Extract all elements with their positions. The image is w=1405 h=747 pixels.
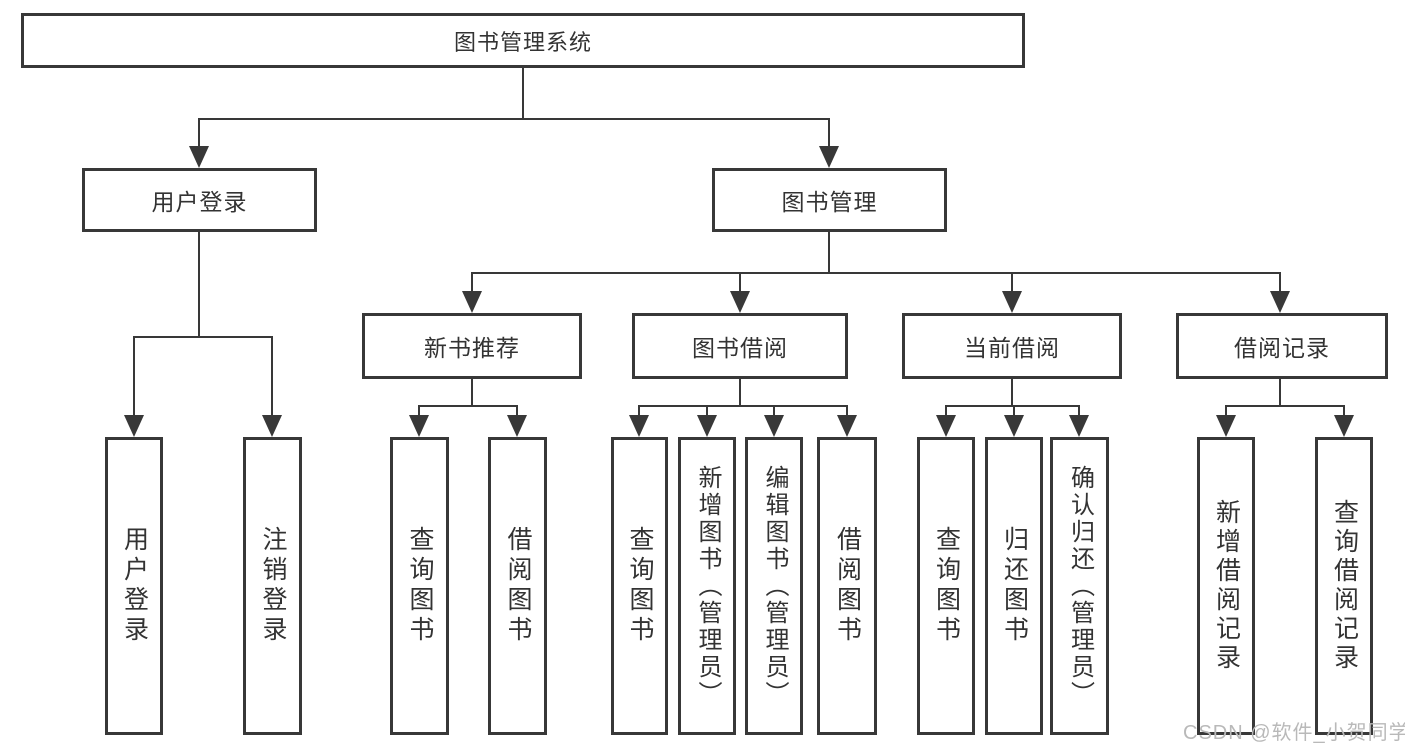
connector-root-stem bbox=[522, 68, 524, 119]
down-arrow-icon bbox=[1334, 406, 1354, 437]
leaf-records-query-record: 查询借阅记录 bbox=[1315, 437, 1373, 735]
node-current-borrowing: 当前借阅 bbox=[902, 313, 1122, 379]
down-arrow-icon bbox=[124, 337, 144, 437]
node-library-system: 图书管理系统 bbox=[21, 13, 1025, 68]
down-arrow-icon bbox=[409, 406, 429, 437]
node-book-management: 图书管理 bbox=[712, 168, 947, 232]
connector-root-rail bbox=[198, 118, 830, 120]
leaf-records-add-record: 新增借阅记录 bbox=[1197, 437, 1255, 735]
leaf-current-query-books: 查询图书 bbox=[917, 437, 975, 735]
connector-group-c-rail bbox=[945, 405, 1080, 407]
down-arrow-icon bbox=[1216, 406, 1236, 437]
node-borrowing-records: 借阅记录 bbox=[1176, 313, 1388, 379]
node-user-login: 用户登录 bbox=[82, 168, 317, 232]
down-arrow-icon bbox=[629, 406, 649, 437]
leaf-current-return-books: 归还图书 bbox=[985, 437, 1043, 735]
down-arrow-icon bbox=[1270, 273, 1290, 313]
down-arrow-icon bbox=[837, 406, 857, 437]
connector-group-b-stem bbox=[739, 379, 741, 406]
leaf-newrec-query-books: 查询图书 bbox=[390, 437, 449, 735]
leaf-logout: 注销登录 bbox=[243, 437, 302, 735]
down-arrow-icon bbox=[1069, 406, 1089, 437]
down-arrow-icon bbox=[507, 406, 527, 437]
csdn-watermark: CSDN @软件_小贺同学 bbox=[1183, 722, 1405, 744]
down-arrow-icon bbox=[936, 406, 956, 437]
node-book-borrowing: 图书借阅 bbox=[632, 313, 848, 379]
down-arrow-icon bbox=[730, 273, 750, 313]
down-arrow-icon bbox=[262, 337, 282, 437]
down-arrow-icon bbox=[697, 406, 717, 437]
connector-group-c-stem bbox=[1011, 379, 1013, 406]
connector-group-a-rail bbox=[418, 405, 518, 407]
down-arrow-icon bbox=[764, 406, 784, 437]
leaf-borrow-query-books: 查询图书 bbox=[611, 437, 668, 735]
down-arrow-icon bbox=[189, 119, 209, 168]
node-new-book-recommend: 新书推荐 bbox=[362, 313, 582, 379]
down-arrow-icon bbox=[462, 273, 482, 313]
down-arrow-icon bbox=[819, 119, 839, 168]
connector-user-login-stem bbox=[198, 232, 200, 337]
connector-group-d-stem bbox=[1279, 379, 1281, 406]
down-arrow-icon bbox=[1002, 273, 1022, 313]
connector-book-mgmt-stem bbox=[828, 232, 830, 273]
leaf-newrec-borrow-books: 借阅图书 bbox=[488, 437, 547, 735]
connector-group-b-rail bbox=[638, 405, 848, 407]
leaf-user-login: 用户登录 bbox=[105, 437, 163, 735]
leaf-borrow-borrow-books: 借阅图书 bbox=[817, 437, 877, 735]
leaf-borrow-edit-books-admin: 编辑图书（管理员） bbox=[745, 437, 803, 735]
connector-user-login-rail bbox=[133, 336, 273, 338]
leaf-current-confirm-return-admin: 确认归还（管理员） bbox=[1050, 437, 1109, 735]
connector-book-mgmt-rail bbox=[471, 272, 1281, 274]
connector-group-a-stem bbox=[471, 379, 473, 406]
connector-group-d-rail bbox=[1225, 405, 1345, 407]
leaf-borrow-add-books-admin: 新增图书（管理员） bbox=[678, 437, 736, 735]
down-arrow-icon bbox=[1004, 406, 1024, 437]
